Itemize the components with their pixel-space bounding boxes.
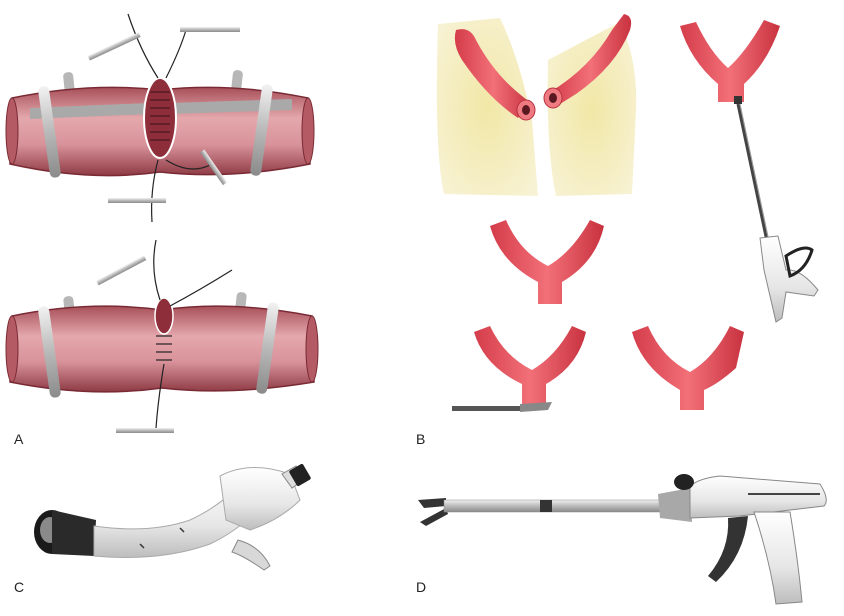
anastomosis-bottom [154,297,174,335]
panel-b: B [416,14,819,447]
panel-label-d: D [416,579,426,595]
anastomosis-top [143,77,177,159]
clip-applier-icon [734,96,819,323]
stay-suture-clamp-icon [87,27,240,203]
panel-a: A [5,13,319,447]
panel-c: C [14,463,311,595]
panel-label-c: C [14,579,24,595]
panel-label-b: B [416,431,425,447]
needle-holder-icon [452,402,552,412]
mesenteric-fat-right [547,22,637,196]
suture-icon [127,13,159,79]
panel-label-a: A [14,431,24,447]
mesenteric-fat-left [436,18,538,196]
bowel-segment-bottom [5,239,319,433]
panel-d: D [416,474,827,605]
linear-stapler-icon [418,474,827,605]
bowel-segment-top [5,13,315,223]
vessel-bifurcation-icon [680,20,780,102]
circular-stapler-icon [34,463,311,571]
